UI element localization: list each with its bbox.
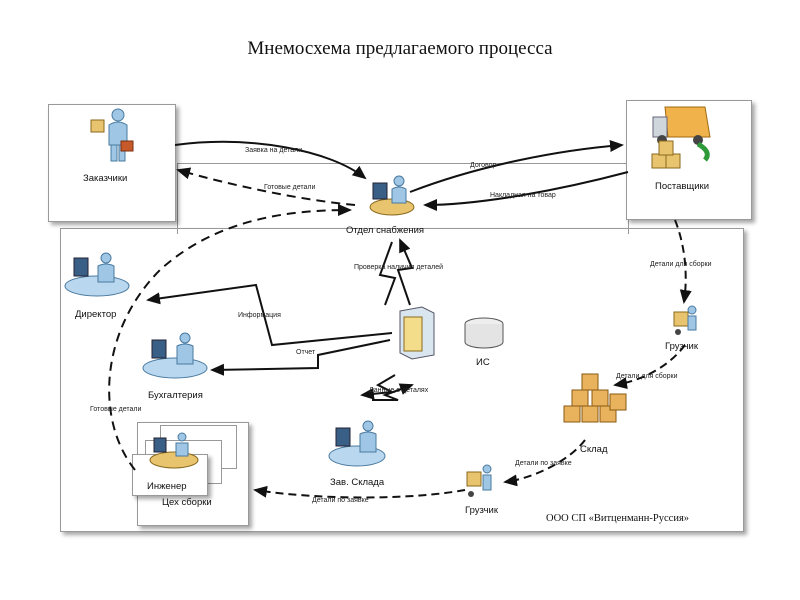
arrow-availability-down: [378, 241, 397, 306]
flow-availability-check: Проверка наличия деталей: [354, 264, 443, 271]
arrow-finished-parts: [176, 167, 356, 206]
flow-invoice: Накладная на товар: [490, 192, 556, 199]
label-loader-top: Грузчик: [665, 341, 698, 352]
arrow-parts-data-back: [372, 383, 414, 401]
arrow-information: [146, 283, 393, 347]
arrow-loader-to-warehouse: [613, 344, 686, 389]
truck-icon: [652, 106, 711, 162]
server-icon: [399, 306, 435, 360]
arrow-invoice: [423, 171, 629, 211]
label-loader-bottom: Грузчик: [465, 505, 498, 516]
boxes-icon: [651, 140, 681, 169]
diagram-title: Мнемосхема предлагаемого процесса: [247, 38, 553, 59]
flow-parts-for-assembly-2: Детали для сборки: [616, 373, 678, 380]
flow-parts-by-request-2: Детали по заявке: [312, 497, 369, 504]
flow-information: Информация: [238, 312, 281, 319]
arrow-warehouse-to-loader: [503, 439, 586, 487]
label-accounting: Бухгалтерия: [148, 390, 203, 401]
procurement-desk-icon: [369, 175, 415, 216]
flow-parts-for-assembly-1: Детали для сборки: [650, 261, 712, 268]
flow-finished-parts-left: Готовые детали: [90, 406, 142, 413]
label-director: Директор: [75, 309, 117, 320]
flow-parts-request: Заявка на детали: [245, 147, 303, 154]
label-engineer: Инженер: [147, 481, 187, 492]
accounting-desk-icon: [142, 332, 208, 379]
flow-parts-by-request-1: Детали по заявке: [515, 460, 572, 467]
arrow-report: [210, 339, 391, 376]
customer-person-icon: [90, 108, 134, 162]
warehouse-head-desk-icon: [328, 420, 386, 467]
flow-finished-parts: Готовые детали: [264, 184, 316, 191]
arrow-contract: [409, 139, 624, 193]
database-icon: [464, 317, 504, 349]
label-assembly-shop: Цех сборки: [162, 497, 212, 508]
arrow-parts-data: [360, 374, 396, 400]
label-warehouse-head: Зав. Склада: [330, 477, 385, 488]
engineer-desk-icon: [149, 432, 199, 469]
arrow-availability-up: [396, 238, 414, 306]
label-customers: Заказчики: [83, 173, 128, 184]
label-procurement: Отдел снабжения: [346, 225, 425, 236]
hand-truck-icon-top: [673, 305, 697, 335]
label-warehouse: Склад: [580, 444, 608, 455]
label-suppliers: Поставщики: [655, 181, 710, 192]
arrow-shop-to-procurement: [108, 204, 352, 471]
arrow-loader-to-shop: [253, 485, 466, 499]
flow-parts-data: Данные о деталях: [369, 387, 429, 394]
arrow-parts-request: [174, 140, 367, 180]
company-name: ООО СП «Витценманн-Руссия»: [546, 513, 690, 524]
director-desk-icon: [64, 252, 130, 297]
flow-report: Отчет: [296, 349, 316, 356]
warehouse-boxes-icon: [563, 373, 627, 423]
flow-contract: Договор: [470, 162, 497, 169]
hand-truck-icon-bottom: [466, 464, 492, 497]
arrow-supplier-to-loader: [674, 219, 692, 304]
label-is: ИС: [476, 357, 490, 368]
